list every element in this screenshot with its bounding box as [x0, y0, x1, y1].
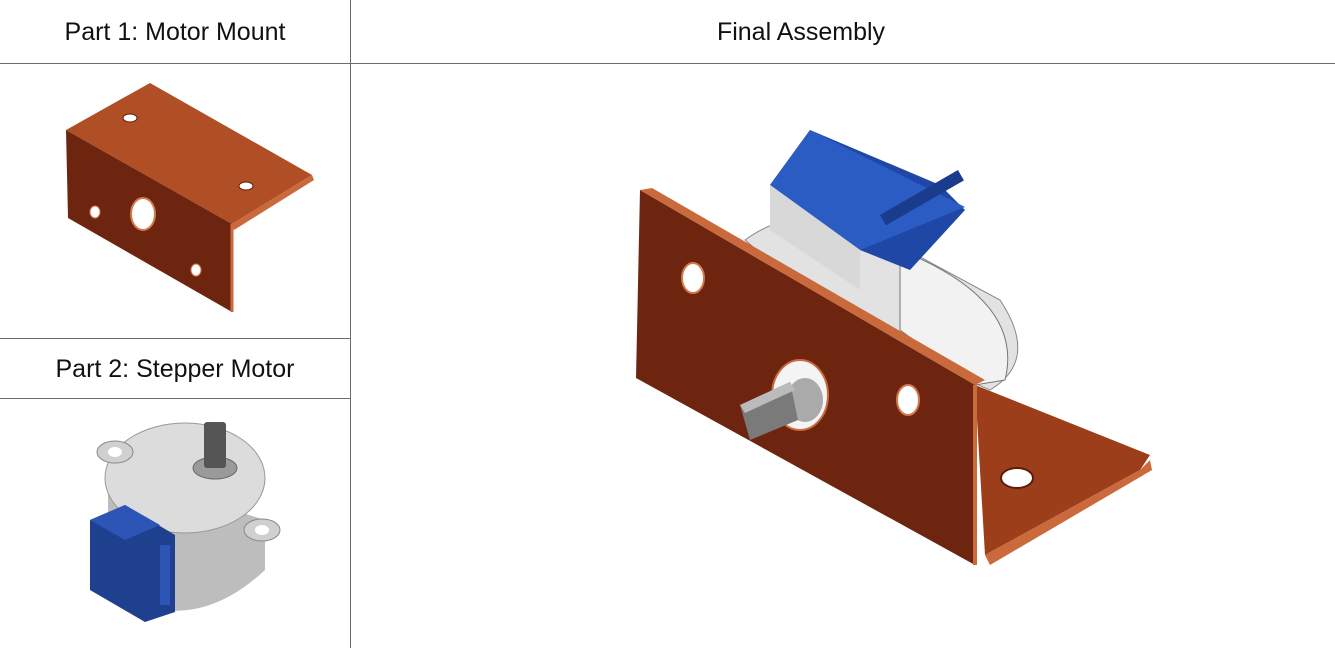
- column-divider: [350, 0, 351, 648]
- final-assembly-image: [636, 130, 1152, 565]
- assembly-header: Final Assembly: [716, 18, 886, 46]
- motor-mount-image: [66, 83, 314, 312]
- header-row-divider: [0, 63, 1335, 64]
- part1-header: Part 1: Motor Mount: [64, 18, 286, 46]
- stepper-motor-image: [90, 422, 281, 622]
- part2-header: Part 2: Stepper Motor: [55, 355, 295, 383]
- part2-top-divider: [0, 338, 350, 339]
- part2-header-divider: [0, 398, 350, 399]
